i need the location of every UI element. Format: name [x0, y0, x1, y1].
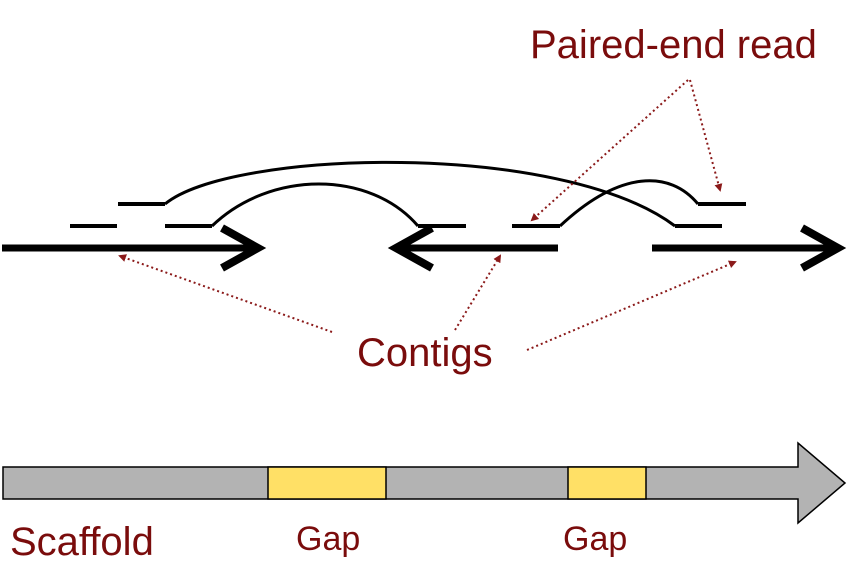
- paired-end-pointer: [689, 79, 723, 192]
- reads-group: [70, 202, 746, 228]
- paired-end-pointer: [530, 79, 689, 222]
- scaffold-label: Scaffold: [10, 520, 154, 562]
- contigs-group: [2, 224, 847, 272]
- contigs-pointer: [454, 254, 502, 331]
- annotation-arrows: [118, 79, 737, 351]
- contigs-label: Contigs: [357, 331, 493, 375]
- contig-2-arrow: [387, 224, 558, 272]
- scaffold-arrow: [2, 441, 847, 525]
- contig-3-arrow: [652, 224, 847, 272]
- gap-box-1: [267, 466, 387, 500]
- gap-label-2: Gap: [563, 520, 627, 558]
- paired-end-read-label: Paired-end read: [530, 23, 817, 67]
- contigs-pointer: [526, 260, 737, 351]
- contig-1-arrow: [2, 224, 267, 272]
- pair-link-curve: [210, 182, 420, 228]
- gap-box-2: [567, 466, 647, 500]
- gap-label-1: Gap: [296, 520, 360, 558]
- pair-link-curve: [164, 160, 676, 228]
- pair-links-group: [164, 160, 700, 228]
- pair-link-curve: [558, 179, 700, 228]
